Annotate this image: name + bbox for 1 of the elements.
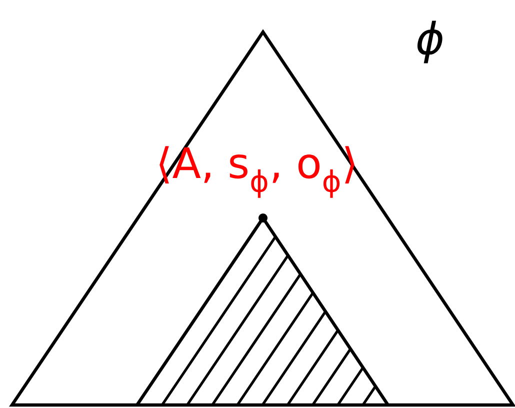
label: ϕ bbox=[417, 20, 442, 64]
